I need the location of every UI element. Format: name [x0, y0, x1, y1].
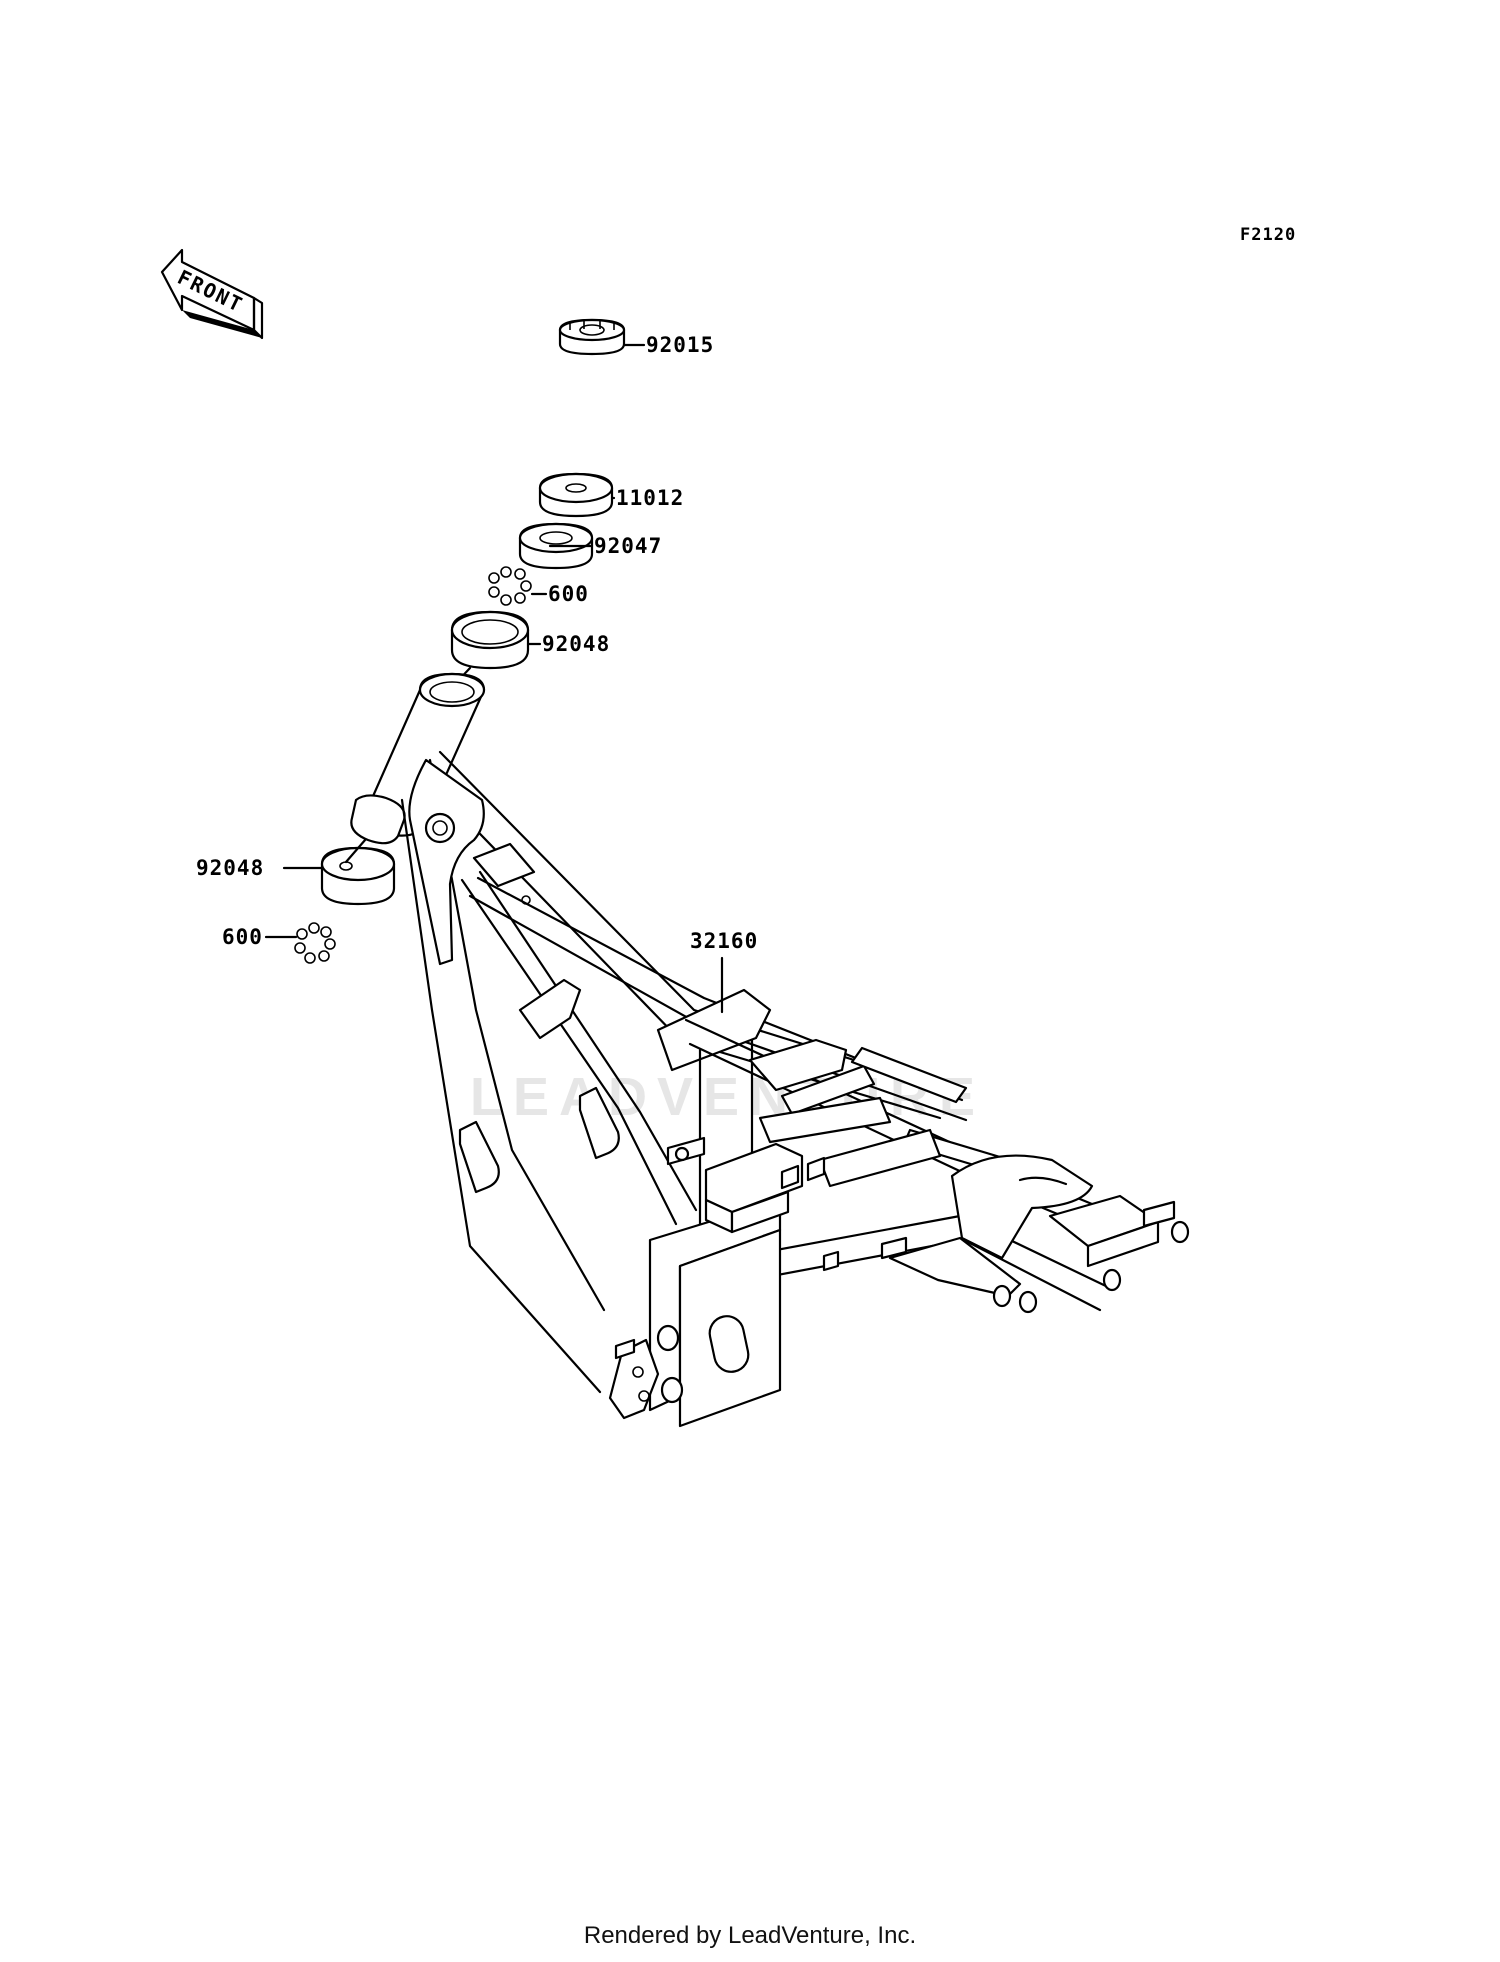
diagram-code: F2120 [1240, 225, 1296, 245]
callout-92047: 92047 [594, 534, 662, 558]
part-32160-frame [350, 672, 1190, 1428]
callout-92048-top: 92048 [542, 632, 610, 656]
callout-32160: 32160 [690, 929, 758, 953]
part-600-balls-top [488, 566, 532, 606]
footer-credit: Rendered by LeadVenture, Inc. [583, 1922, 917, 1949]
part-92015-nut [558, 318, 626, 356]
front-arrow-icon: FRONT [160, 248, 264, 340]
part-92048-cup-top [450, 610, 530, 670]
callout-600-bottom: 600 [222, 925, 263, 949]
part-600-balls-bottom [294, 922, 336, 964]
callout-92048-bottom: 92048 [196, 856, 264, 880]
callout-11012: 11012 [616, 486, 684, 510]
part-92048-cup-bottom [320, 846, 396, 906]
callout-600-top: 600 [548, 582, 589, 606]
part-11012-washer [538, 472, 614, 518]
callout-92015: 92015 [646, 333, 714, 357]
